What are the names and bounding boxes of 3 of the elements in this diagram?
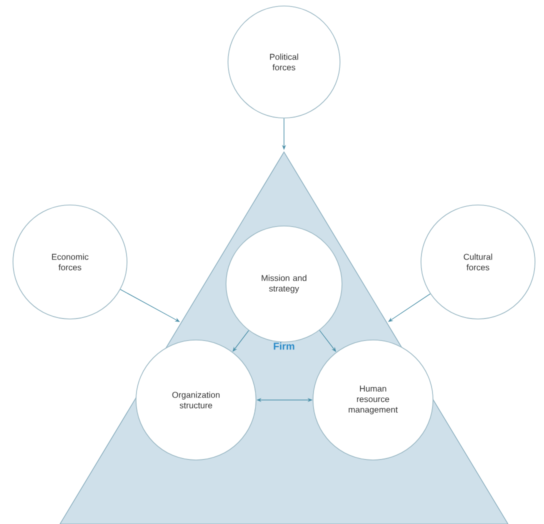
- arrow: [120, 289, 180, 322]
- node-label: Firm: [274, 342, 294, 350]
- arrow: [388, 293, 431, 322]
